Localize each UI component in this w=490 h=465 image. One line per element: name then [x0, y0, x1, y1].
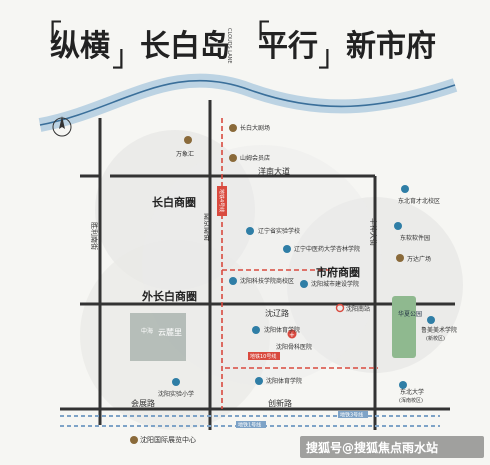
river-line — [39, 79, 456, 126]
park-area — [392, 296, 416, 358]
road-label-yangnan: 洋南大道 — [258, 166, 290, 176]
poi-icon — [394, 222, 402, 230]
poi-expo: 沈阳国际展览中心 — [140, 435, 196, 444]
road-label-fengshen: 丰神大街 — [369, 218, 378, 246]
hospital-icon — [287, 329, 297, 339]
poi-shenyang-teachers: 沈阳体育学院 — [264, 326, 300, 334]
metro-4-tag — [217, 186, 227, 216]
poi-icon — [252, 326, 260, 334]
district-changbai: 长白商圈 — [152, 195, 196, 209]
road-label-huizhan: 会展路 — [131, 398, 155, 408]
metro-1-tag — [236, 421, 266, 428]
poi-liaoning-med: 辽宁中医药大学杏林学院 — [294, 245, 360, 253]
poi-icon — [396, 254, 404, 262]
station-icon — [335, 303, 345, 313]
metro-10-tag — [248, 352, 280, 360]
brand-vertical: CLOUDS LANE — [226, 28, 232, 64]
poi-icon — [229, 277, 237, 285]
poi-icon — [130, 436, 138, 444]
header-bracket-open: 「 — [32, 20, 62, 53]
poi-shenyang-exp: 沈阳实验小学 — [158, 390, 194, 398]
road-network — [60, 100, 455, 430]
district-shifu: 市府商圈 — [316, 265, 360, 279]
hun-river — [38, 73, 458, 132]
poi-shenyang-school: 沈阳体育学院 — [266, 377, 302, 385]
poi-labels: 万象汇 长白大剧场 山姆会员店 辽宁省实验学校 辽宁中医药大学杏林学院 沈阳科技… — [140, 124, 457, 444]
header-title-part3: 平行 — [258, 29, 318, 64]
metro-3-tag — [338, 411, 368, 418]
metro-4-label: 地铁4号线 — [218, 189, 225, 212]
metro-10-label: 地铁10号线 — [250, 353, 276, 360]
poi-shangyin: 山姆会员店 — [240, 154, 270, 162]
park-name: 华夏公园 — [398, 310, 422, 318]
poi-dongbei-uni-sub: (浑南校区) — [399, 397, 423, 404]
poi-liaoning-art: 辽宁省实验学校 — [258, 227, 300, 235]
metro-3-label: 地铁3号线 — [340, 412, 363, 419]
poi-dongbei-school: 东北育才北校区 — [398, 197, 440, 205]
road-label-nanjing: 南京南街 — [203, 213, 212, 241]
site-name-main: 云麓里 — [158, 327, 182, 337]
poi-icon — [399, 381, 407, 389]
poi-dongbei-uni: 东北大学 — [400, 388, 424, 396]
poi-shenyang-tech: 沈阳科技学院商校区 — [240, 277, 294, 285]
poi-icon — [172, 378, 180, 386]
district-outer-changbai: 外长白商圈 — [141, 289, 197, 303]
poi-icon — [283, 245, 291, 253]
header-title-part1: 纵横 — [50, 29, 110, 64]
poi-changbai-hospital: 长白大剧场 — [240, 124, 270, 132]
poi-icon — [427, 316, 435, 324]
poi-wanda: 万达广场 — [407, 255, 431, 263]
site-block — [130, 313, 186, 361]
poi-lu-xun: 鲁美美术学院 — [421, 326, 457, 334]
header-bracket-close: 」 — [112, 40, 142, 73]
poi-lu-xun-sub: (新校区) — [426, 335, 445, 342]
watermark-bg — [300, 436, 484, 458]
compass-north-icon — [59, 116, 65, 129]
metro-1-label: 地铁1号线 — [238, 422, 261, 429]
poi-markers — [130, 124, 435, 444]
header-bracket-open-2: 「 — [240, 20, 270, 53]
hospital-cross: + — [289, 331, 295, 339]
poi-shenyang-hospital: 沈阳骨科医院 — [276, 343, 312, 351]
header-title-part4: 新市府 — [346, 29, 436, 64]
poi-wanke: 万象汇 — [176, 150, 194, 158]
poi-icon — [246, 227, 254, 235]
poi-icon — [300, 280, 308, 288]
watermark: 搜狐号@搜狐焦点雨水站 — [306, 440, 438, 455]
road-label-shenliao: 沈辽路 — [265, 308, 289, 318]
poi-icon — [255, 377, 263, 385]
header-bracket-close-2: 」 — [318, 40, 348, 73]
poi-dongruan: 东软软件园 — [400, 234, 430, 242]
poi-icon — [184, 136, 192, 144]
station-south-label: 沈阳南站 — [346, 305, 370, 313]
central-circle — [142, 145, 382, 385]
poi-icon — [401, 185, 409, 193]
site-name-small: 中海 — [141, 327, 153, 335]
poi-icon — [229, 124, 237, 132]
header-title-part2: 长白岛 — [140, 29, 230, 64]
poi-icon — [229, 154, 237, 162]
road-label-chuangxin: 创新路 — [268, 398, 292, 408]
road-label-shengli: 胜利南街 — [90, 222, 99, 250]
poi-shenyang-city: 沈阳城市建设学院 — [311, 280, 359, 288]
